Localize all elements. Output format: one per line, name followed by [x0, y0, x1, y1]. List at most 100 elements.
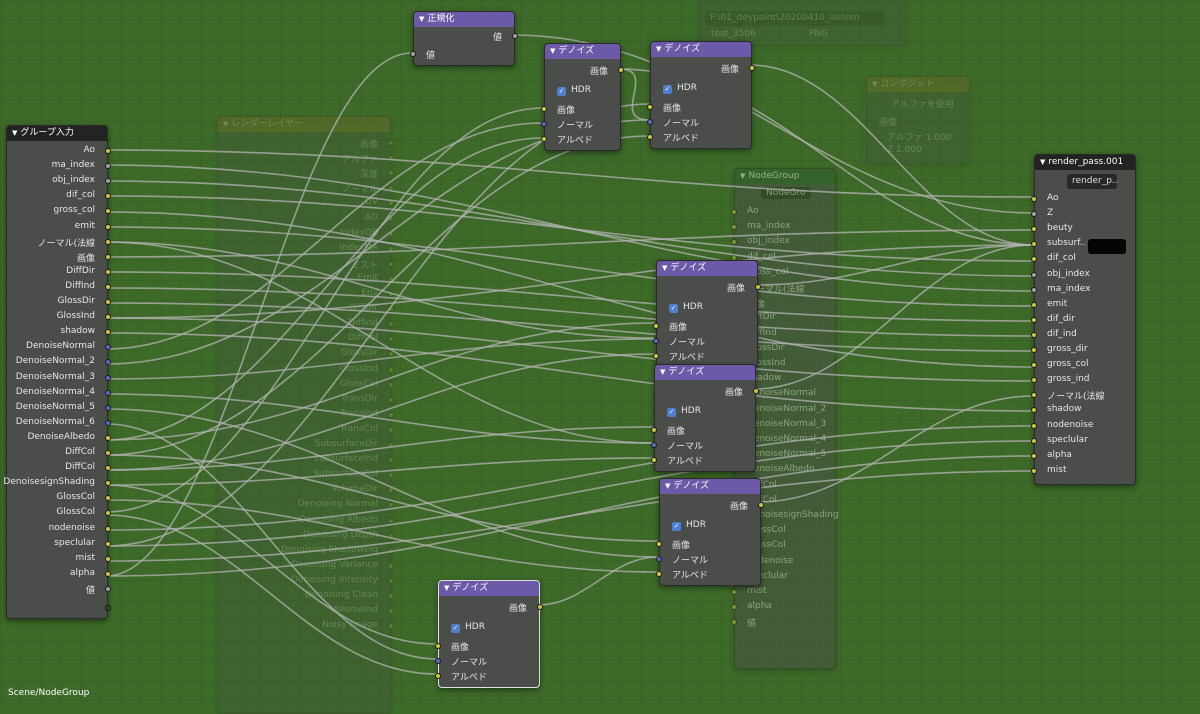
hdr-checkbox[interactable]: ✓HDR — [667, 406, 701, 417]
nodegroup-output-25-socket[interactable] — [731, 589, 737, 595]
subsurf-color-swatch[interactable] — [1088, 239, 1126, 254]
render-layers-output-16-socket[interactable] — [388, 381, 394, 388]
group-input-output-19-socket[interactable] — [105, 434, 111, 441]
denoise-image-output-socket[interactable] — [749, 65, 755, 71]
denoise-input-2-socket[interactable] — [647, 134, 653, 140]
render-pass-input-7-socket[interactable] — [1031, 301, 1037, 308]
denoise-input-1-socket[interactable] — [651, 442, 657, 448]
denoise-image-output-socket[interactable] — [618, 67, 624, 73]
nodegroup-output-1-socket[interactable] — [731, 224, 737, 231]
denoise-input-2-socket[interactable] — [653, 353, 659, 359]
denoise-input-0-socket[interactable] — [653, 323, 659, 329]
normalize-output-socket[interactable] — [512, 33, 518, 39]
render-pass-input-4-socket[interactable] — [1031, 256, 1037, 263]
nodegroup-output-26-socket[interactable] — [731, 604, 737, 611]
render-layers-output-26-socket[interactable] — [388, 532, 394, 539]
render-layers-output-10-socket[interactable] — [388, 291, 394, 297]
render-layers-output-0-socket[interactable] — [388, 140, 394, 146]
denoise-input-2-socket[interactable] — [656, 571, 662, 577]
group-input-output-26-socket[interactable] — [105, 540, 111, 547]
render-layers-output-25-socket[interactable] — [388, 517, 394, 524]
group-input-output-8-socket[interactable] — [105, 268, 111, 275]
render-layers-output-6-socket[interactable] — [388, 230, 394, 237]
file-output-node[interactable]: F:\01_deypaint\20200410_ise\ren test_350… — [698, 0, 906, 46]
render-pass-input-11-socket[interactable] — [1031, 362, 1037, 369]
render-pass-input-3-socket[interactable] — [1031, 241, 1037, 248]
nodegroup-output-2-socket[interactable] — [731, 239, 737, 246]
render-layers-output-20-socket[interactable] — [388, 442, 394, 448]
render-pass-input-13-socket[interactable] — [1031, 392, 1037, 399]
render-pass-input-18-socket[interactable] — [1031, 467, 1037, 474]
denoise-input-0-socket[interactable] — [656, 541, 662, 547]
nodegroup-selector[interactable]: NodeGro — [761, 187, 811, 199]
hdr-checkbox[interactable]: ✓HDR — [672, 520, 706, 531]
render-pass-input-16-socket[interactable] — [1031, 437, 1037, 444]
render-pass-input-12-socket[interactable] — [1031, 377, 1037, 384]
hdr-checkbox[interactable]: ✓HDR — [663, 83, 697, 94]
render-pass-input-10-socket[interactable] — [1031, 347, 1037, 353]
denoise-image-output-socket[interactable] — [755, 284, 761, 290]
denoise-input-2-socket[interactable] — [651, 457, 657, 463]
render-layers-output-7-socket[interactable] — [388, 245, 394, 252]
render-pass-input-5-socket[interactable] — [1031, 271, 1037, 278]
render-layers-output-30-socket[interactable] — [388, 593, 394, 599]
render-layers-output-18-socket[interactable] — [388, 411, 394, 418]
render-pass-input-15-socket[interactable] — [1031, 422, 1037, 429]
denoise-image-output-socket[interactable] — [753, 388, 759, 394]
denoise-input-2-socket[interactable] — [435, 673, 441, 679]
nodegroup-output-0-socket[interactable] — [731, 209, 737, 215]
render-layers-output-17-socket[interactable] — [388, 396, 394, 403]
render-layers-output-28-socket[interactable] — [388, 562, 394, 569]
nodegroup-output-27-socket[interactable] — [731, 619, 737, 626]
render-layers-output-19-socket[interactable] — [388, 426, 394, 433]
render-pass-input-2-socket[interactable] — [1031, 226, 1037, 233]
denoise-input-1-socket[interactable] — [656, 556, 662, 562]
denoise-input-1-socket[interactable] — [653, 338, 659, 344]
output-path-field[interactable]: F:\01_deypaint\20200410_ise\ren — [705, 11, 885, 26]
normalize-node[interactable]: ▼正規化 値 値 — [410, 11, 518, 66]
denoise-input-0-socket[interactable] — [651, 427, 657, 433]
denoise-input-0-socket[interactable] — [541, 106, 547, 112]
render-pass-input-0-socket[interactable] — [1031, 196, 1037, 202]
composite-node[interactable]: ▼コンポジット アルファを使用 画像 アルファ 1.000 Z 1.000 — [866, 76, 970, 164]
group-input-output-27-socket[interactable] — [105, 555, 111, 562]
normalize-input-socket[interactable] — [410, 51, 416, 57]
group-input-empty-socket[interactable] — [105, 605, 111, 611]
denoise-input-0-socket[interactable] — [647, 104, 653, 110]
group-input-output-7-socket[interactable] — [105, 253, 111, 260]
group-input-output-15-socket[interactable] — [105, 374, 111, 381]
hdr-checkbox[interactable]: ✓HDR — [557, 85, 591, 96]
render-pass-input-8-socket[interactable] — [1031, 316, 1037, 323]
render-layers-output-5-socket[interactable] — [388, 215, 394, 222]
render-layers-output-29-socket[interactable] — [388, 577, 394, 584]
render-pass-input-1-socket[interactable] — [1031, 211, 1037, 218]
group-input-output-29-socket[interactable] — [105, 585, 111, 592]
render-layers-output-27-socket[interactable] — [388, 547, 394, 554]
group-input-output-18-socket[interactable] — [105, 419, 111, 426]
render-layers-output-9-socket[interactable] — [388, 275, 394, 282]
denoise-image-output-socket[interactable] — [758, 502, 764, 508]
group-input-output-10-socket[interactable] — [105, 299, 111, 305]
denoise-input-0-socket[interactable] — [435, 643, 441, 649]
group-input-output-25-socket[interactable] — [105, 525, 111, 532]
group-input-output-17-socket[interactable] — [105, 404, 111, 411]
group-input-output-5-socket[interactable] — [105, 223, 111, 230]
denoise-input-1-socket[interactable] — [647, 119, 653, 125]
group-input-output-6-socket[interactable] — [105, 238, 111, 245]
group-input-output-28-socket[interactable] — [105, 570, 111, 577]
denoise-input-2-socket[interactable] — [541, 136, 547, 142]
group-input-output-0-socket[interactable] — [105, 148, 111, 154]
denoise-image-output-socket[interactable] — [537, 604, 543, 610]
use-alpha-label[interactable]: アルファを使用 — [891, 100, 954, 110]
denoise-input-1-socket[interactable] — [435, 658, 441, 664]
render-pass-selector[interactable]: render_p... — [1067, 174, 1117, 189]
